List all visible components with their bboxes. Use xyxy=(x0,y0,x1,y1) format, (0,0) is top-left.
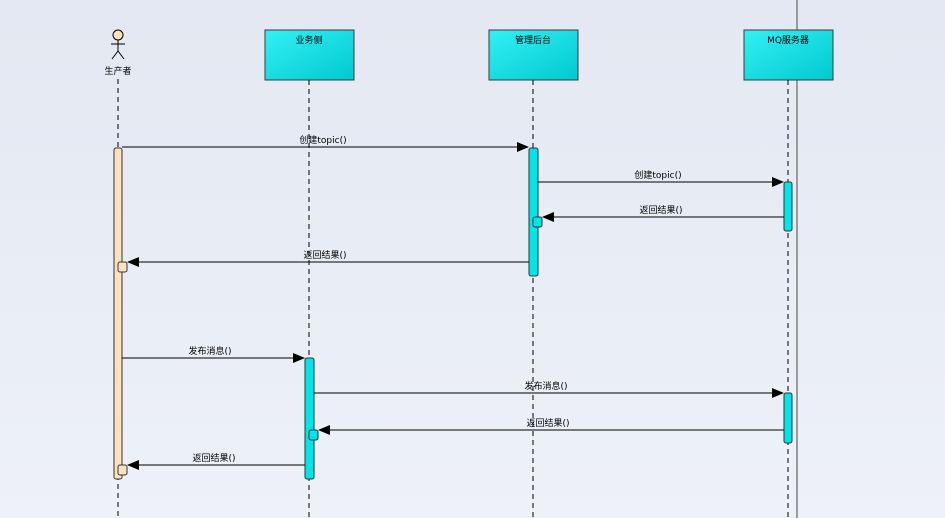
lifeline-box xyxy=(488,29,579,81)
message-label-5: 发布消息() xyxy=(188,345,231,357)
message-label-6: 发布消息() xyxy=(524,380,567,392)
message-label-8: 返回结果() xyxy=(192,452,235,464)
actor-leg-left xyxy=(111,50,119,60)
message-label-4: 返回结果() xyxy=(303,249,346,261)
actor-activation xyxy=(113,147,123,480)
actor-label: 生产者 xyxy=(104,65,131,77)
admin-return-marker xyxy=(532,216,543,228)
message-label-2: 创建topic() xyxy=(634,169,681,181)
lifeline-admin-backend[interactable]: 管理后台 xyxy=(488,29,579,81)
message-label-1: 创建topic() xyxy=(299,134,346,146)
lifeline-dashes xyxy=(117,79,789,518)
admin-activation xyxy=(528,147,539,277)
lifeline-mq-server[interactable]: MQ服务器 xyxy=(743,29,834,81)
lifeline-label: 业务侧 xyxy=(295,34,322,46)
lifeline-label: 管理后台 xyxy=(515,34,551,46)
lifeline-business-side[interactable]: 业务侧 xyxy=(264,29,355,81)
actor-leg-right xyxy=(117,50,125,60)
actor-producer[interactable]: 生产者 xyxy=(104,29,132,77)
mq-activation-1 xyxy=(783,181,793,232)
lifeline-box xyxy=(743,29,834,81)
message-label-3: 返回结果() xyxy=(639,204,682,216)
business-return-marker xyxy=(308,429,319,441)
business-activation xyxy=(304,357,315,480)
mq-activation-2 xyxy=(783,392,793,444)
message-label-7: 返回结果() xyxy=(526,417,569,429)
actor-return-marker-2 xyxy=(117,464,128,476)
actor-head xyxy=(112,29,124,41)
lifeline-box xyxy=(264,29,355,81)
actor-return-marker-1 xyxy=(117,261,128,273)
lifeline-label: MQ服务器 xyxy=(767,34,809,46)
